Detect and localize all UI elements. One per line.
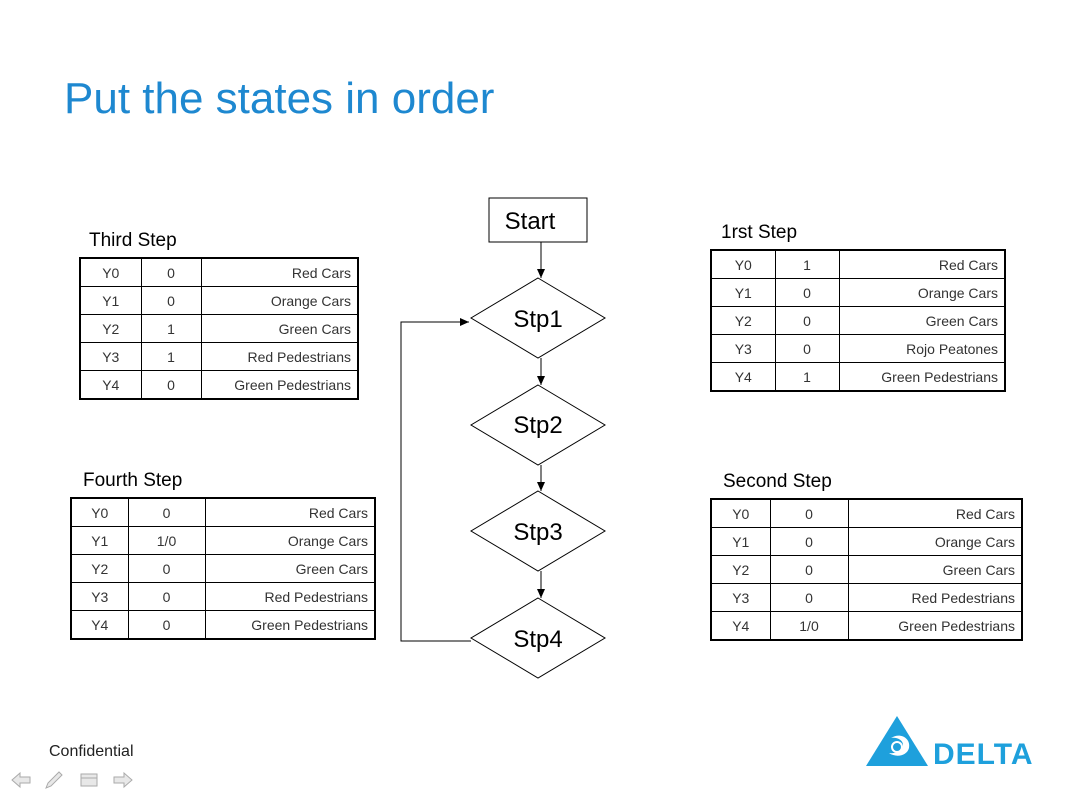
description-cell: Red Pedestrians: [200, 342, 359, 371]
page-title: Put the states in order: [64, 74, 495, 123]
output-cell: Y4: [70, 610, 129, 640]
stp1-diamond: [470, 277, 606, 359]
forward-arrow-icon[interactable]: [112, 770, 134, 790]
stp3-label: Stp3: [513, 519, 562, 546]
description-cell: Red Cars: [847, 498, 1023, 528]
state-value-cell: 0: [774, 334, 840, 363]
second-step-label: Second Step: [723, 471, 832, 492]
description-cell: Green Cars: [847, 555, 1023, 584]
state-value-cell: 0: [769, 555, 849, 584]
stp1-label: Stp1: [513, 306, 562, 333]
output-cell: Y1: [710, 527, 771, 556]
description-cell: Green Cars: [204, 554, 376, 583]
state-value-cell: 0: [769, 583, 849, 612]
state-value-cell: 0: [127, 554, 206, 583]
state-value-cell: 0: [127, 582, 206, 611]
description-cell: Green Pedestrians: [204, 610, 376, 640]
delta-triangle-icon: [866, 716, 928, 766]
description-cell: Red Pedestrians: [204, 582, 376, 611]
output-cell: Y3: [79, 342, 142, 371]
description-cell: Green Pedestrians: [847, 611, 1023, 641]
stp2-diamond: [470, 384, 606, 466]
output-cell: Y2: [710, 555, 771, 584]
description-cell: Orange Cars: [838, 278, 1006, 307]
first-step-label: 1rst Step: [721, 222, 798, 243]
output-cell: Y3: [710, 334, 776, 363]
output-cell: Y0: [70, 497, 129, 527]
loop-back-arrow: [400, 318, 471, 642]
output-cell: Y4: [79, 370, 142, 400]
output-cell: Y0: [710, 249, 776, 279]
third-step-label: Third Step: [89, 230, 177, 251]
state-value-cell: 1/0: [769, 611, 849, 641]
description-cell: Red Pedestrians: [847, 583, 1023, 612]
description-cell: Green Cars: [200, 314, 359, 343]
output-cell: Y1: [79, 286, 142, 315]
description-cell: Orange Cars: [847, 527, 1023, 556]
stp4-label: Stp4: [513, 626, 562, 653]
description-cell: Red Cars: [838, 249, 1006, 279]
stp3-diamond: [470, 490, 606, 572]
description-cell: Orange Cars: [204, 526, 376, 555]
state-value-cell: 1: [140, 342, 202, 371]
output-cell: Y4: [710, 611, 771, 641]
stp4-diamond: [470, 597, 606, 679]
stp2-label: Stp2: [513, 412, 562, 439]
description-cell: Green Pedestrians: [200, 370, 359, 400]
description-cell: Orange Cars: [200, 286, 359, 315]
description-cell: Green Pedestrians: [838, 362, 1006, 392]
state-value-cell: 0: [140, 370, 202, 400]
start-box: [488, 197, 588, 243]
menu-icon[interactable]: [78, 770, 100, 790]
output-cell: Y0: [79, 257, 142, 287]
description-cell: Rojo Peatones: [838, 334, 1006, 363]
output-cell: Y4: [710, 362, 776, 392]
fourth-step-label: Fourth Step: [83, 470, 183, 491]
back-arrow-icon[interactable]: [10, 770, 32, 790]
state-value-cell: 1: [774, 362, 840, 392]
delta-logo-text: DELTA: [933, 738, 1034, 770]
output-cell: Y2: [79, 314, 142, 343]
output-cell: Y3: [710, 583, 771, 612]
pen-icon[interactable]: [43, 770, 65, 790]
delta-logo: DELTA: [866, 716, 1034, 770]
output-cell: Y3: [70, 582, 129, 611]
confidential-label: Confidential: [49, 743, 134, 760]
description-cell: Green Cars: [838, 306, 1006, 335]
start-label: Start: [505, 208, 556, 235]
